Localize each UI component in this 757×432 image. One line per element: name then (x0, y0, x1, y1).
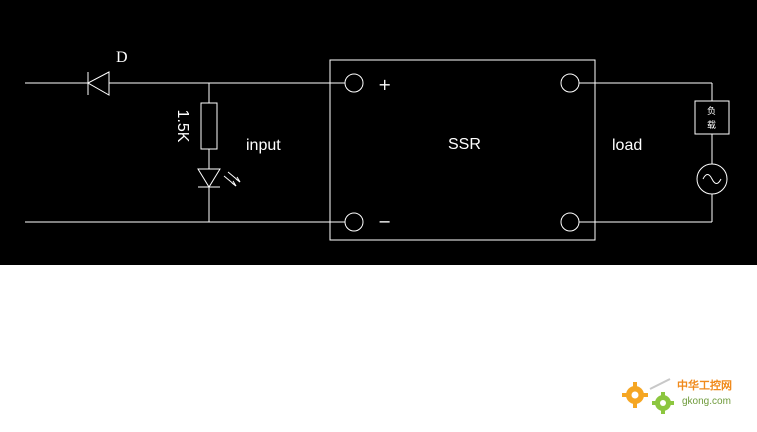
load-box-text-1: 负 (707, 105, 716, 117)
gkong-watermark: 中华工控网 gkong.com (622, 378, 732, 414)
terminal-minus (344, 212, 364, 232)
minus-sign: − (378, 212, 391, 231)
terminal-plus (344, 73, 364, 93)
resistor-label: 1.5K (174, 110, 191, 143)
watermark-url-text: gkong.com (682, 396, 731, 407)
load-label: load (612, 137, 642, 154)
green-gear-icon (652, 392, 674, 414)
orange-gear-icon (622, 382, 648, 408)
plus-sign: + (378, 75, 391, 94)
diagram-background (0, 0, 757, 265)
input-label: input (246, 137, 281, 154)
swoosh-icon (649, 378, 671, 390)
watermark-cn-text: 中华工控网 (677, 378, 732, 392)
diode-label: D (116, 49, 128, 66)
ssr-label: SSR (448, 136, 481, 153)
load-box-text-2: 载 (707, 119, 716, 131)
ssr-box (329, 59, 596, 241)
